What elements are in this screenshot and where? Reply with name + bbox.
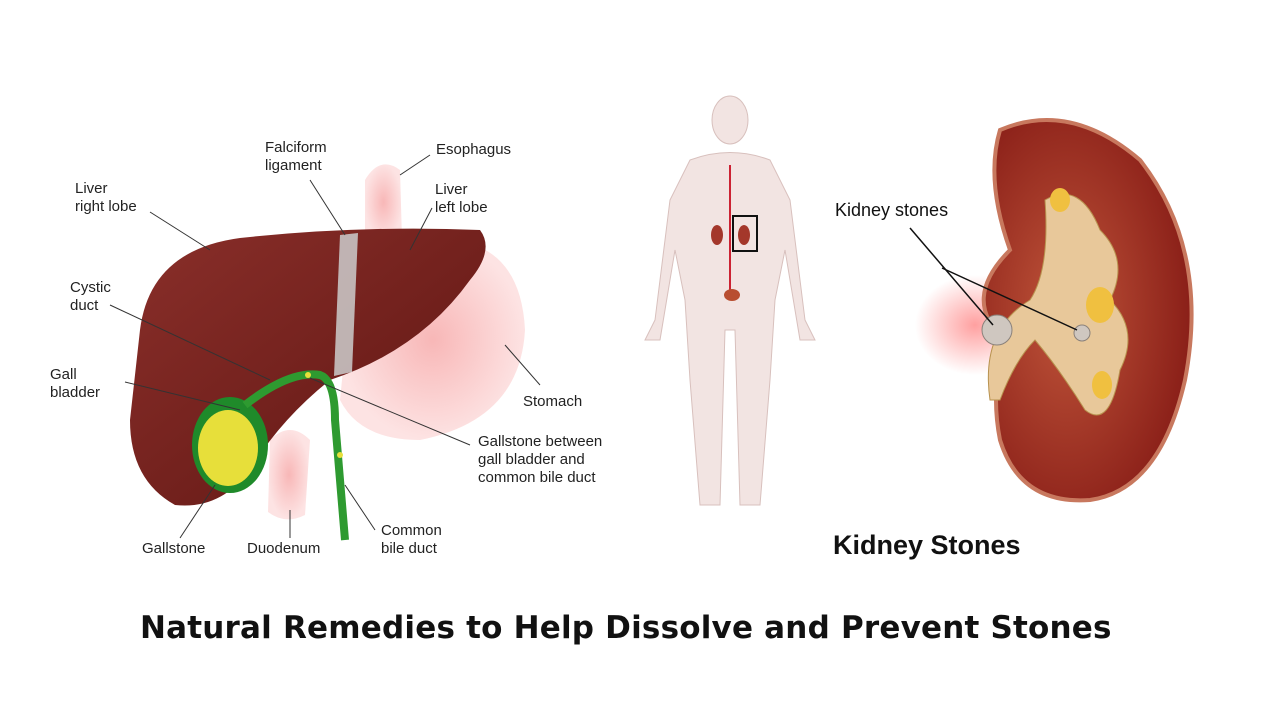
label-cystic-duct: Cystic duct — [70, 279, 111, 314]
label-common-bile-duct: Common bile duct — [381, 522, 442, 557]
label-gallstone: Gallstone — [142, 540, 206, 557]
human-body-figure — [644, 95, 816, 506]
label-kidney-stones: Kidney stones — [835, 200, 949, 220]
kidney-caption: Kidney Stones — [833, 530, 1021, 560]
duodenum-shape — [268, 430, 310, 520]
bile-duct-shape — [242, 370, 349, 541]
label-gall-bladder: Gall bladder — [50, 366, 101, 401]
label-liver-left-lobe: Liver left lobe — [435, 181, 488, 216]
kidney-stone-2 — [1073, 324, 1091, 342]
renal-pelvis-shape — [987, 193, 1129, 416]
kidney-diagram — [909, 118, 1194, 503]
leader-lines — [109, 154, 541, 539]
page-title: Natural Remedies to Help Dissolve and Pr… — [140, 610, 1112, 646]
label-stomach: Stomach — [523, 393, 583, 410]
falciform-ligament-shape — [334, 233, 358, 376]
esophagus-shape — [365, 164, 402, 240]
label-esophagus: Esophagus — [436, 141, 512, 158]
label-gallstone-between: Gallstone between gall bladder and commo… — [478, 433, 603, 486]
label-liver-right-lobe: Liver right lobe — [75, 180, 137, 215]
label-duodenum: Duodenum — [247, 540, 321, 557]
kidney-stone-1 — [981, 314, 1013, 346]
label-falciform-ligament: Falciform ligament — [265, 139, 327, 174]
liver-diagram — [109, 154, 541, 541]
